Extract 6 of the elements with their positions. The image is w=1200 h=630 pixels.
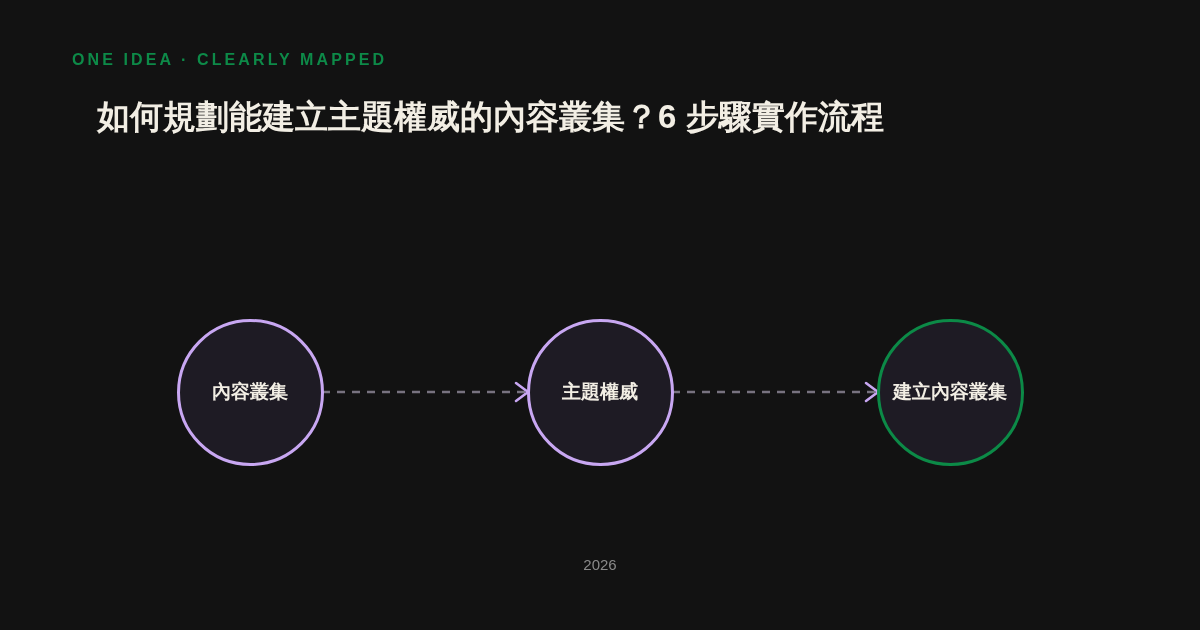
footer-text: 2026 bbox=[583, 556, 617, 574]
title: 如何規劃能建立主題權威的內容叢集？6 步驟實作流程 bbox=[97, 97, 884, 137]
node-label: 主題權威 bbox=[562, 380, 638, 404]
node-label: 內容叢集 bbox=[212, 380, 288, 404]
tagline: ONE IDEA · CLEARLY MAPPED bbox=[72, 50, 388, 70]
node-label: 建立內容叢集 bbox=[893, 380, 1007, 404]
